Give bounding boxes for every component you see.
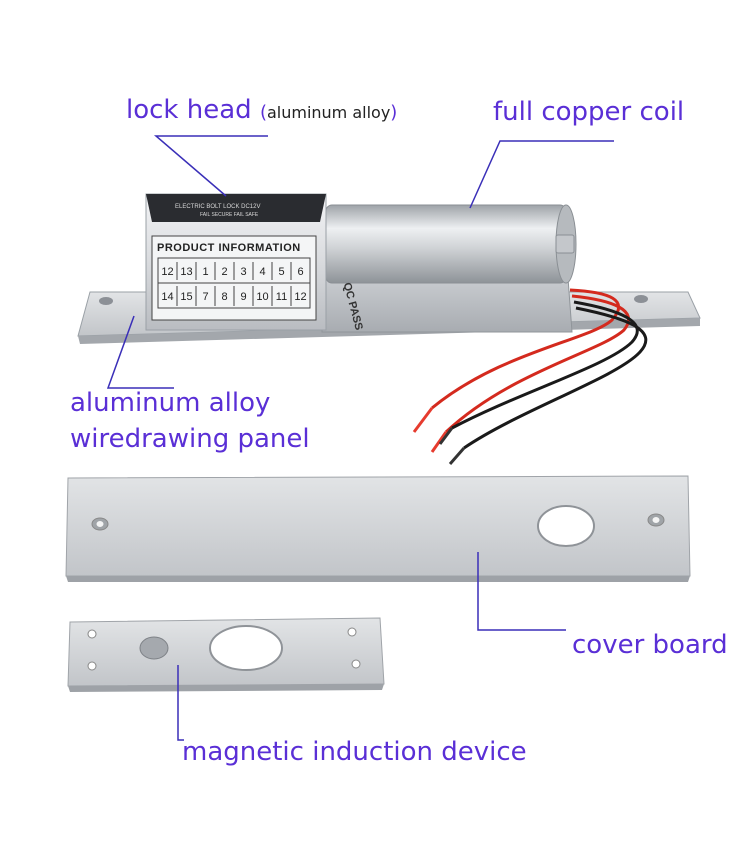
leader-lines xyxy=(106,135,614,741)
product-info-cell: 9 xyxy=(240,291,246,303)
product-info-cell: 10 xyxy=(256,291,268,303)
product-info-cell: 11 xyxy=(276,291,287,303)
label-full-copper-coil: full copper coil xyxy=(493,97,685,127)
product-info-title: PRODUCT INFORMATION xyxy=(157,242,301,254)
product-info-cell: 12 xyxy=(161,266,173,278)
label-magnetic-induction-device: magnetic induction device xyxy=(182,737,527,767)
label-lock-head: lock head (aluminum alloy) xyxy=(126,97,397,123)
product-info-cell: 7 xyxy=(202,291,208,303)
product-info-cell: 3 xyxy=(240,266,246,278)
product-info-cell: 14 xyxy=(161,291,173,303)
lock-head-note-text: aluminum alloy xyxy=(266,103,391,122)
label-panel-line2: wiredrawing panel xyxy=(70,424,310,454)
product-info-cell: 4 xyxy=(259,266,265,278)
product-info-cell: 8 xyxy=(221,291,227,303)
lock-head-text: lock head xyxy=(126,95,252,125)
svg-text:FAIL SECURE FAIL SAFE: FAIL SECURE FAIL SAFE xyxy=(200,212,259,218)
svg-text:ELECTRIC BOLT LOCK DC12V: ELECTRIC BOLT LOCK DC12V xyxy=(175,204,260,210)
product-info-cell: 1 xyxy=(202,266,208,278)
product-info-cell: 5 xyxy=(278,266,284,278)
product-info-cell: 15 xyxy=(180,291,192,303)
label-cover-board: cover board xyxy=(572,630,728,660)
label-panel-line1: aluminum alloy xyxy=(70,388,271,418)
product-info-cell: 12 xyxy=(294,291,306,303)
product-info-cell: 2 xyxy=(221,266,227,278)
lock-head-note: (aluminum alloy) xyxy=(259,102,398,123)
lock-wires xyxy=(412,288,648,465)
product-info-cell: 13 xyxy=(180,266,192,278)
coil-cylinder xyxy=(325,204,577,284)
magnetic-plate xyxy=(67,617,385,692)
cover-board-plate xyxy=(65,475,691,582)
product-info-cell: 6 xyxy=(297,266,303,278)
